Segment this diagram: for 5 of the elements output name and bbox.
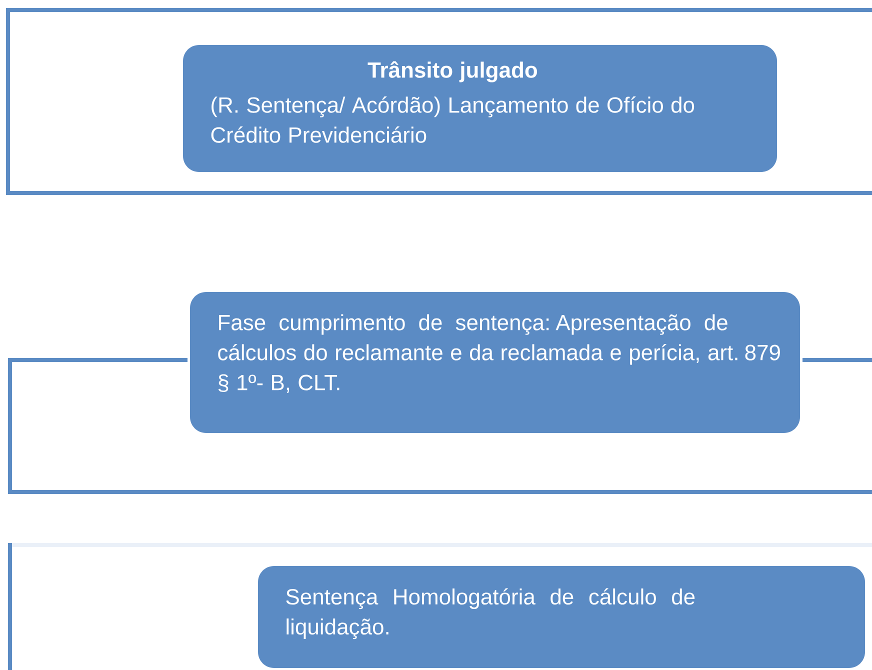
frame [8,543,872,670]
process-box: Trânsito julgado (R. Sentença/ Acórdão) Lançamento de Ofício do Crédito Previdenciário [183,45,777,172]
process-box: Sentença Homologatória de cálculo de liquidação. [258,566,865,668]
process-box: Fase cumprimento de sentença: Apresentação de cálculos do reclamante e da reclamada e perícia, art. 879 § 1º- B, CLT. [188,290,802,436]
frame [6,8,872,195]
